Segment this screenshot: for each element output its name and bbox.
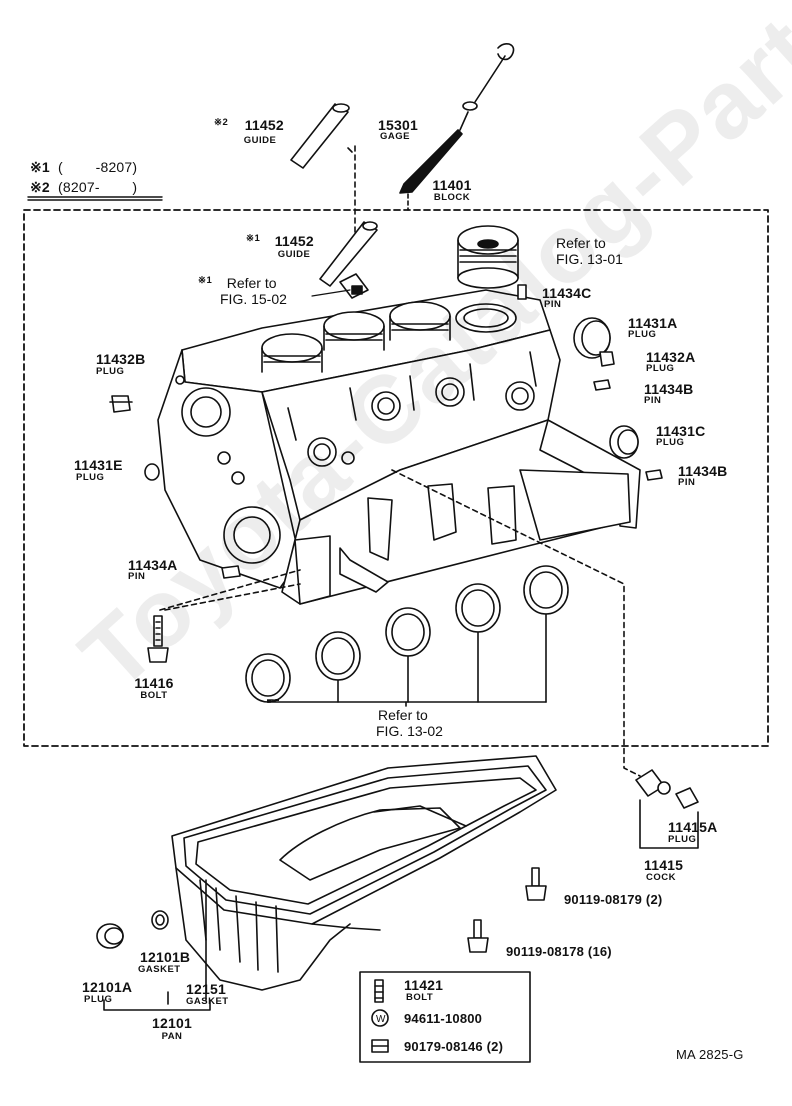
label-plug-11432b-name: PLUG [96, 366, 125, 377]
figure-code: MA 2825-G [676, 1047, 744, 1062]
label-guide-top-mark: ※2 [214, 117, 229, 128]
plug-11431c [609, 425, 639, 459]
label-guide-inner-mark: ※1 [246, 233, 261, 244]
block-boundary-dashed [23, 209, 769, 747]
label-guide-inner-name: GUIDE [277, 249, 311, 260]
label-plug-11431e-number[interactable]: 11431E [74, 457, 123, 473]
piston-exploded [457, 225, 519, 289]
label-pin-11434c-number[interactable]: 11434C [542, 285, 592, 301]
label-guide-inner-number: 11452 [274, 233, 314, 249]
pin-11434b-a [593, 379, 611, 391]
drain-plug-11415a [675, 787, 699, 809]
label-bolt-11416-number[interactable]: 11416 [134, 675, 174, 691]
label-cock-11415-number[interactable]: 11415 [644, 857, 684, 873]
hardware-kit-box [359, 971, 531, 1063]
oil-pressure-switch [339, 273, 369, 299]
label-plug-11432a-name: PLUG [646, 363, 675, 374]
label-pan-12101-name: PAN [161, 1031, 183, 1042]
guide-tube-top [290, 103, 353, 169]
label-plug-11432b-number[interactable]: 11432B [96, 351, 146, 367]
label-pin-11434c-name: PIN [544, 299, 562, 310]
kit-nut-icon [371, 1039, 389, 1053]
label-guide-inner[interactable]: ※1 11452 [246, 234, 314, 250]
label-refer-15-02-mark: ※1 [198, 275, 213, 286]
label-pin-11434b-2-name: PIN [678, 477, 696, 488]
pan-drain-gasket-12101b [151, 910, 169, 930]
bolt-11416 [147, 615, 169, 663]
label-gasket-12151-number[interactable]: 12151 [186, 981, 226, 997]
label-refer-15-02-line1: Refer to [226, 275, 277, 291]
legend-row-2-text: (8207- ) [58, 179, 138, 195]
label-pin-11434b-1-name: PIN [644, 395, 662, 406]
label-bolt-90119-08178[interactable]: 90119-08178 (16) [506, 944, 612, 959]
plug-11432a [599, 351, 615, 367]
label-pin-11434b-2-number[interactable]: 11434B [678, 463, 728, 479]
label-cock-11415-name: COCK [646, 872, 676, 883]
label-plug-11415a-name: PLUG [668, 834, 697, 845]
label-kit-bolt-number[interactable]: 11421 [404, 977, 444, 993]
label-gage-number[interactable]: 15301 [378, 117, 418, 133]
label-plug-11431a-number[interactable]: 11431A [628, 315, 678, 331]
label-gasket-12101b-number[interactable]: 12101B [140, 949, 191, 965]
label-plug-11432a-number[interactable]: 11432A [646, 349, 696, 365]
bolt-90119-08178 [467, 919, 489, 953]
guide-tube-inner [319, 221, 378, 287]
label-gage-name: GAGE [380, 131, 410, 142]
label-refer-15-02[interactable]: ※1 Refer to [198, 276, 277, 292]
label-gasket-12101b-name: GASKET [138, 964, 181, 975]
oil-pan [171, 755, 557, 991]
plug-11432b [109, 395, 133, 413]
label-refer-13-01-line2: FIG. 13-01 [556, 251, 623, 267]
label-bolt-90119-08179[interactable]: 90119-08179 (2) [564, 892, 663, 907]
label-plug-12101a-number[interactable]: 12101A [82, 979, 133, 995]
label-pan-12101-number[interactable]: 12101 [152, 1015, 192, 1031]
label-pin-11434a-name: PIN [128, 571, 146, 582]
pan-drain-plug-12101a [96, 923, 124, 949]
label-plug-11431c-number[interactable]: 11431C [656, 423, 706, 439]
crank-bearings [245, 565, 569, 703]
svg-text:W: W [376, 1014, 386, 1025]
label-refer-15-02-line2: FIG. 15-02 [220, 291, 287, 307]
kit-washer-icon: W [371, 1009, 389, 1027]
plug-11431e [144, 463, 160, 481]
label-plug-12101a-name: PLUG [84, 994, 113, 1005]
cylinder-block-body [157, 289, 641, 605]
pin-11434c [517, 284, 527, 300]
legend-row-2-mark: ※2 [30, 179, 50, 195]
plug-11431a [573, 317, 611, 359]
label-block-name: BLOCK [433, 192, 471, 203]
pin-11434b-b [645, 469, 663, 481]
label-kit-bolt-name: BOLT [406, 992, 434, 1003]
label-refer-13-01-line1[interactable]: Refer to [556, 235, 606, 251]
label-bolt-11416-name: BOLT [140, 690, 168, 701]
legend-row-1: ※1 ( -8207) [30, 160, 137, 174]
legend-row-1-text: ( -8207) [58, 159, 138, 175]
label-kit-nut[interactable]: 90179-08146 (2) [404, 1039, 504, 1054]
pistons [261, 301, 517, 373]
label-guide-top[interactable]: ※2 11452 [214, 118, 284, 134]
label-plug-11431e-name: PLUG [76, 472, 105, 483]
label-gasket-12151-name: GASKET [186, 996, 229, 1007]
dipstick-gage [399, 43, 515, 194]
pin-11434a [221, 565, 241, 579]
label-block-number[interactable]: 11401 [432, 177, 472, 193]
label-kit-washer[interactable]: 94611-10800 [404, 1011, 483, 1026]
drain-cock-11415 [635, 769, 671, 797]
label-refer-13-02-line1[interactable]: Refer to [378, 707, 428, 723]
label-guide-top-number: 11452 [244, 117, 284, 133]
bolt-90119-08179 [525, 867, 547, 901]
label-refer-13-02-line2: FIG. 13-02 [376, 723, 443, 739]
legend-row-2: ※2 (8207- ) [30, 180, 137, 194]
kit-bolt-icon [374, 979, 384, 1003]
label-pin-11434a-number[interactable]: 11434A [128, 557, 178, 573]
label-plug-11431a-name: PLUG [628, 329, 657, 340]
legend-row-1-mark: ※1 [30, 159, 50, 175]
label-guide-top-name: GUIDE [243, 135, 277, 146]
label-plug-11431c-name: PLUG [656, 437, 685, 448]
label-plug-11415a-number[interactable]: 11415A [668, 819, 718, 835]
label-pin-11434b-1-number[interactable]: 11434B [644, 381, 694, 397]
